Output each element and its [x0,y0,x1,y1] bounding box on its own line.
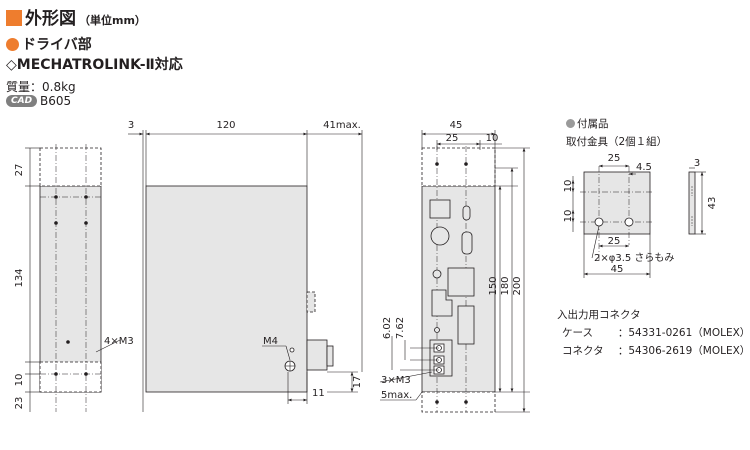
dim-25: 25 [446,133,459,144]
section-marker [6,37,19,51]
unit-note: （単位mm） [79,14,146,27]
dim-7-62: 7.62 [395,317,406,339]
title-row: 外形図 （単位mm） [6,4,146,29]
accessory-heading-text: 付属品 [577,118,609,130]
dim-10-acc-a: 10 [563,180,574,193]
hole-label: 4×M3 [104,336,134,347]
hole-leader [95,339,121,353]
accessory-heading: 付属品 [566,116,609,131]
mount-hole [54,221,58,225]
dim-200: 200 [512,276,523,295]
end-lower-bracket [421,391,496,413]
title-marker [6,10,22,26]
front-view [128,130,363,412]
front-body [145,185,308,393]
front-connector-upper [306,291,316,313]
mount-hole [435,400,439,404]
section-title: ドライバ部 [22,37,92,53]
hole-note: 2×φ3.5 さらもみ [594,252,674,264]
io-title: 入出力用コネクタ [557,309,641,321]
dim-25-acc-bottom: 25 [608,236,621,247]
dim-6-02: 6.02 [382,317,393,339]
m3-label: 3×M3 [381,375,411,386]
end-view [379,130,530,413]
cad-row: CAD B605 [6,94,71,108]
dim-17: 17 [352,376,363,389]
dim-4-5: 4.5 [636,162,652,173]
io-row-label: コネクタ [562,345,604,357]
dim-3: 3 [128,120,134,131]
side-body [39,185,102,393]
dim-180: 180 [500,276,511,295]
front-connector-plug [326,345,334,367]
io-row-case: ケース ：54331-0261（MOLEX） [562,325,750,340]
dim-3-acc: 3 [694,158,700,169]
mount-hole [464,400,468,404]
m4-label: M4 [263,336,278,347]
dim-120: 120 [216,120,235,131]
cad-code: B605 [40,94,72,108]
dim-11: 11 [312,388,325,399]
dim-27: 27 [14,164,25,177]
side-upper-bracket [39,147,102,187]
cad-badge: CAD [6,95,38,107]
dim-45: 45 [450,120,463,131]
front-connector-lower [306,339,328,371]
dim-134: 134 [14,268,25,287]
dim-45-acc: 45 [611,264,624,275]
section-heading: ドライバ部 [6,34,92,54]
end-holes [435,162,468,404]
bracket-side [688,171,696,235]
mass-label: 質量：0.8kg [6,80,76,94]
dim-23: 23 [14,397,25,410]
io-row-value: ：54306-2619（MOLEX） [617,345,750,357]
mount-hole [84,195,88,199]
dim-25-acc-top: 25 [608,153,621,164]
dim-150: 150 [488,276,499,295]
accessory-name: 取付金具（2個１組） [566,136,668,148]
bracket-face [583,171,651,235]
side-holes [54,195,88,376]
mount-hole [66,340,70,344]
mount-hole [435,162,439,166]
io-row-connector: コネクタ ：54306-2619（MOLEX） [562,343,750,358]
mount-hole [54,372,58,376]
dim-43: 43 [707,197,718,210]
side-view [25,144,121,412]
io-row-label: ケース [562,327,593,339]
dim-10-acc-b: 10 [563,210,574,223]
mount-hole [84,372,88,376]
screw-max-label: 5max. [381,390,412,401]
io-row-value: ：54331-0261（MOLEX） [617,327,750,339]
accessory-bracket [571,164,706,278]
page-title: 外形図 [25,9,76,29]
mount-hole [84,221,88,225]
dim-10-top: 10 [486,133,499,144]
accessory-marker [566,119,575,128]
mount-hole [464,162,468,166]
side-lower-bracket [39,361,102,393]
mount-hole [54,195,58,199]
end-upper-bracket [421,147,496,187]
dim-10: 10 [14,374,25,387]
dim-41max: 41max. [323,120,361,131]
compat-label: ◇MECHATROLINK-Ⅱ対応 [6,57,183,73]
